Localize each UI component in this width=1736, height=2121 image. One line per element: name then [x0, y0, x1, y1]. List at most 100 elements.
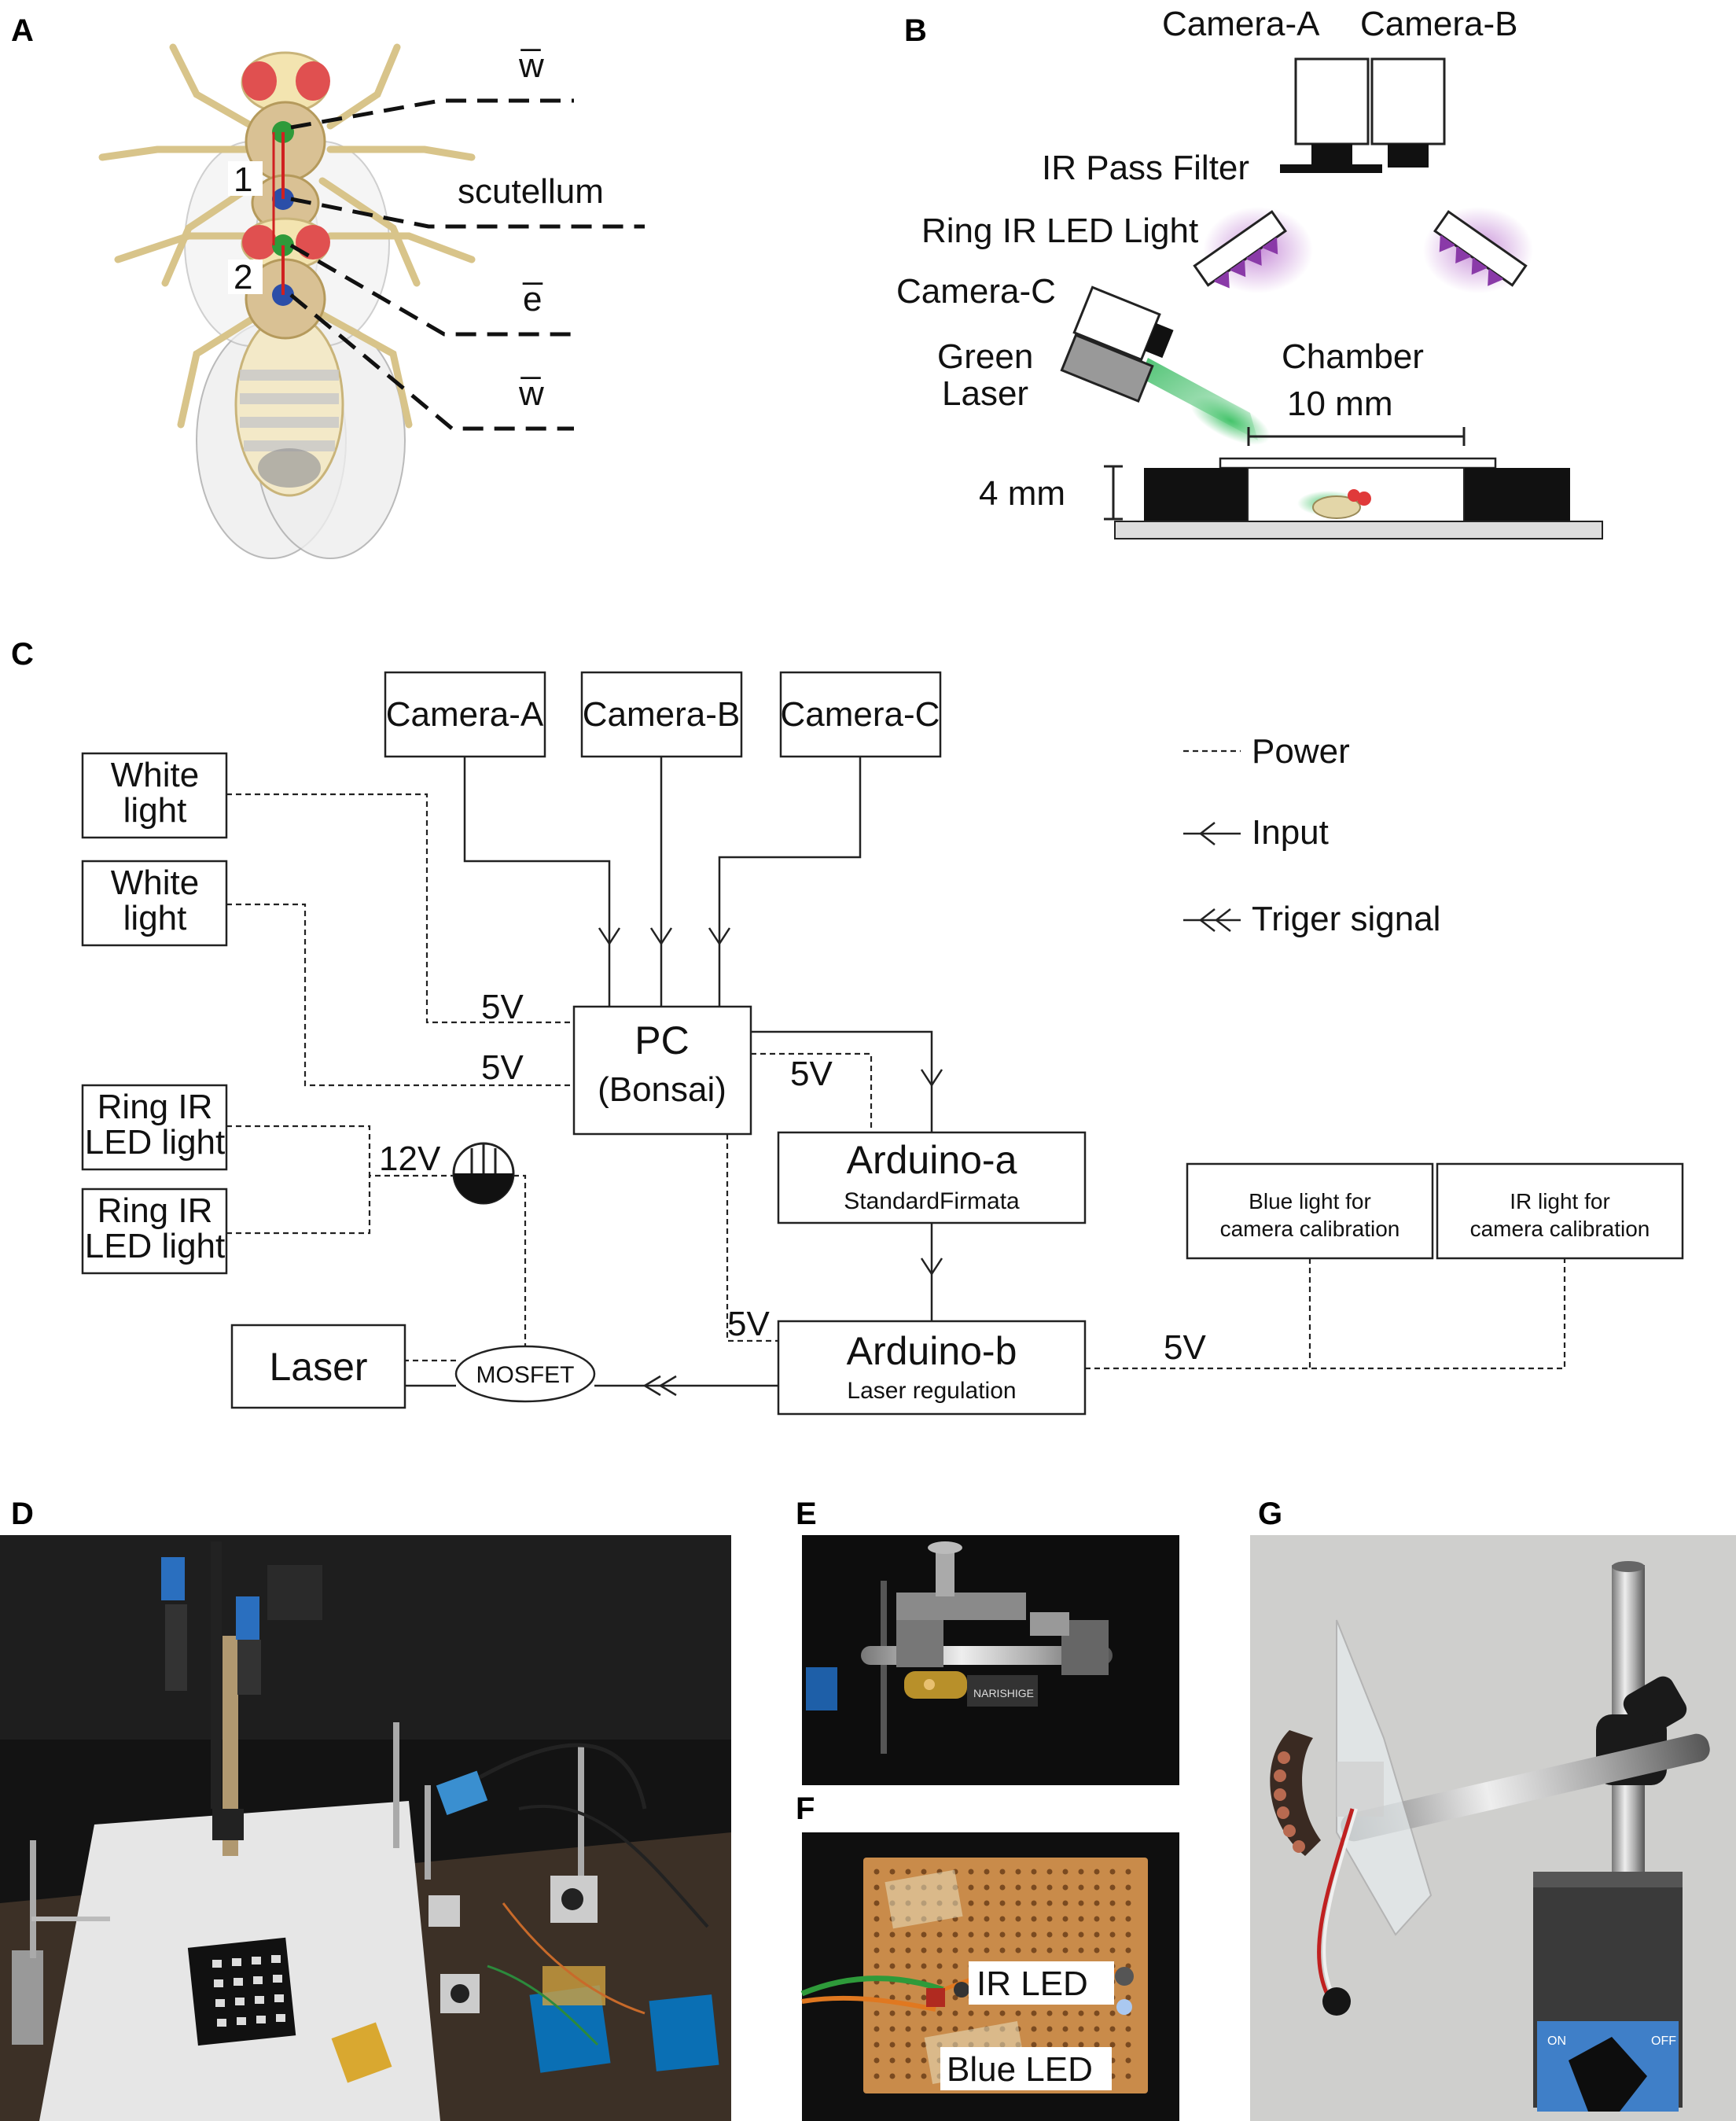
perfboard-hole [921, 2057, 927, 2064]
leader-lines [289, 98, 645, 431]
panel-letter-a: A [11, 13, 34, 48]
white-light-2-line1: White [111, 863, 199, 902]
perfboard-hole [1031, 1931, 1037, 1938]
perfboard-hole [1062, 1947, 1068, 1953]
perfboard-hole [1078, 2010, 1084, 2016]
height-dimension [1104, 465, 1123, 521]
perfboard-hole [874, 2010, 880, 2016]
perfboard-hole [1062, 1900, 1068, 1906]
perfboard-hole [874, 1900, 880, 1906]
perfboard-hole [936, 2010, 943, 2016]
perfboard-hole [1109, 1931, 1116, 1938]
camera-b-label: Camera-B [1360, 5, 1518, 43]
perfboard-hole [1109, 1884, 1116, 1891]
perfboard-hole [1015, 1884, 1021, 1891]
box-arduino-b [777, 1320, 1087, 1416]
perfboard-hole [968, 1931, 974, 1938]
perfboard-hole [889, 1869, 896, 1875]
perfboard-hole [999, 1931, 1006, 1938]
perfboard-hole [1015, 1900, 1021, 1906]
marker-2-box [228, 260, 263, 294]
perfboard-hole [1125, 1884, 1131, 1891]
perfboard-hole [984, 1884, 990, 1891]
box-pc [572, 1005, 752, 1136]
perfboard-hole [889, 2026, 896, 2032]
chamber-label: Chamber [1282, 337, 1424, 376]
off-text: OFF [1651, 2034, 1676, 2048]
on-text: ON [1547, 2034, 1566, 2048]
perfboard-hole [1046, 2026, 1053, 2032]
v5-label-4: 5V [727, 1305, 770, 1343]
perfboard-hole [889, 2073, 896, 2079]
mosfet-label: MOSFET [476, 1362, 575, 1388]
ir-led-label: IR LED [977, 1965, 1088, 2003]
perfboard-hole [921, 1947, 927, 1953]
arduino-b-sublabel: Laser regulation [847, 1378, 1016, 1404]
camera-b-icon [1370, 57, 1446, 168]
camera-c-icon [1072, 285, 1174, 362]
box-white-light-2 [81, 860, 228, 947]
blue-led-label-bg [940, 2047, 1112, 2090]
width-dimension [1247, 427, 1466, 446]
perfboard-hole [1046, 1931, 1053, 1938]
perfboard-hole [1078, 1916, 1084, 1922]
box-laser [230, 1324, 406, 1409]
perfboard-hole [874, 1931, 880, 1938]
perfboard-hole [1031, 2026, 1037, 2032]
perfboard-hole [905, 1963, 911, 1969]
perfboard-hole [1062, 2026, 1068, 2032]
legend: Power Input Triger signal [1183, 732, 1440, 938]
perfboard-hole [999, 1884, 1006, 1891]
camera-a-label: Camera-A [1162, 5, 1320, 43]
box-camera-a [384, 671, 546, 758]
perfboard-hole [905, 1947, 911, 1953]
arduino-b-label: Arduino-b [847, 1329, 1017, 1373]
v5-label-2: 5V [481, 1048, 524, 1087]
perfboard-hole [936, 1963, 943, 1969]
c-camera-b: Camera-B [583, 695, 741, 734]
perfboard-hole [952, 1931, 958, 1938]
perfboard-hole [1031, 1884, 1037, 1891]
panel-a: A [11, 13, 645, 559]
perfboard-hole [921, 2010, 927, 2016]
perfboard-hole [1062, 2010, 1068, 2016]
perfboard-hole [1125, 1916, 1131, 1922]
photo-e-laser-holder: NARISHIGE [802, 1535, 1179, 1785]
pc-sublabel: (Bonsai) [598, 1070, 726, 1109]
perfboard-hole [968, 2010, 974, 2016]
perfboard-hole [1031, 1916, 1037, 1922]
perfboard-hole [889, 1963, 896, 1969]
perfboard-hole [999, 2010, 1006, 2016]
ring-light-right-icon [1423, 207, 1533, 293]
label-w-bottom: w̅ [518, 374, 544, 413]
v12-label: 12V [379, 1140, 441, 1178]
perfboard-hole [874, 1869, 880, 1875]
perfboard-hole [1062, 1916, 1068, 1922]
perfboard-hole [952, 1994, 958, 2001]
ring-ir-1-line2: LED light [85, 1123, 226, 1162]
legend-input: Input [1252, 813, 1329, 852]
perfboard-hole [1109, 1947, 1116, 1953]
perfboard-hole [936, 1931, 943, 1938]
perfboard-hole [1046, 2010, 1053, 2016]
ring-light-label: Ring IR LED Light [921, 212, 1198, 250]
panel-letter-g: G [1258, 1497, 1282, 1531]
narishige-text: NARISHIGE [973, 1687, 1034, 1699]
perfboard-hole [1125, 2026, 1131, 2032]
perfboard-hole [936, 1979, 943, 1985]
camera-a-icon [1280, 57, 1382, 173]
perfboard-hole [1125, 1947, 1131, 1953]
perfboard-hole [1031, 2010, 1037, 2016]
perfboard-hole [1078, 1931, 1084, 1938]
panel-e: E NARISHIGE [796, 1497, 1179, 1785]
box-camera-c [779, 671, 942, 758]
perfboard-hole [1046, 1916, 1053, 1922]
ring-ir-2-line2: LED light [85, 1227, 226, 1265]
perfboard-hole [984, 1931, 990, 1938]
perfboard-hole [952, 2026, 958, 2032]
perfboard-hole [968, 1947, 974, 1953]
ir-light-line1: IR light for [1510, 1189, 1610, 1213]
photo-g-ring-light-stand: ON OFF [1250, 1535, 1736, 2121]
label-e: e̅ [522, 280, 542, 319]
